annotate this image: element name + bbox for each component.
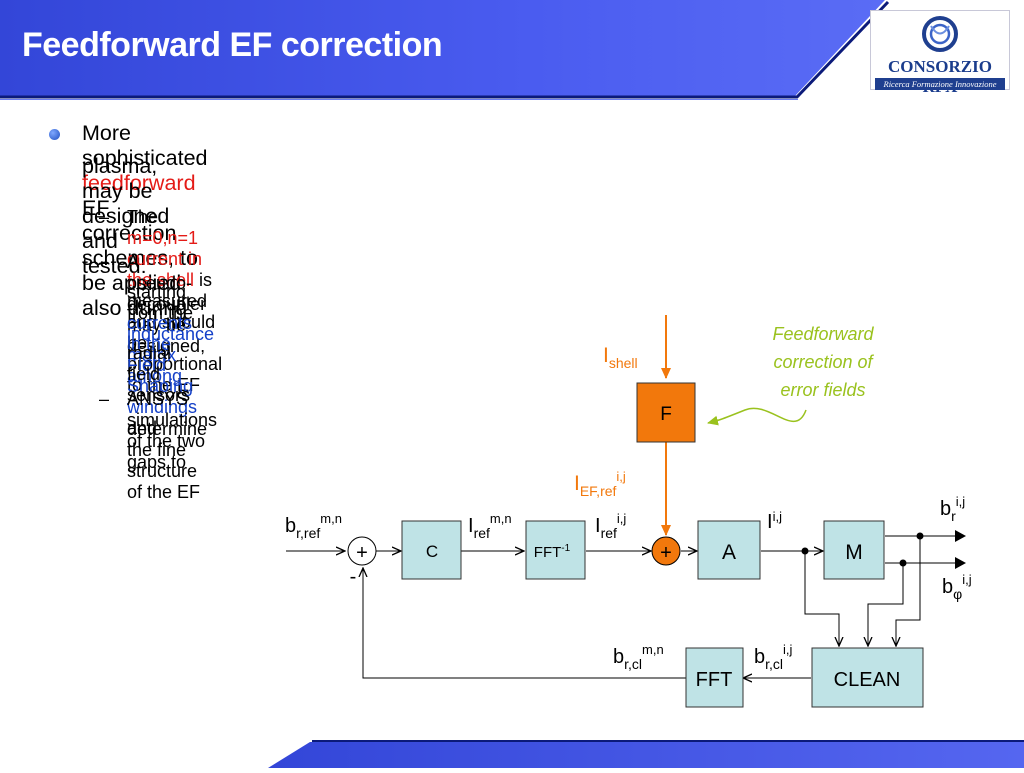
label-i-ij: Ii,j — [767, 509, 782, 533]
label-i-ref-ij: Irefi,j — [595, 511, 626, 541]
block-c-label: C — [426, 542, 438, 561]
block-fft-inverse — [525, 520, 586, 580]
block-fft — [685, 647, 744, 708]
subbullet-text: The — [127, 207, 159, 227]
label-b-r-ref-mn: br,refm,n — [285, 511, 342, 541]
subbullet-2-line-2: starting from the inductance matrix amon… — [127, 282, 214, 387]
subbullet-highlight: currents in the Field Shaping windings — [127, 313, 198, 417]
block-fft-inverse-label: FFT-1 — [534, 543, 571, 561]
subbullet-text: starting from the — [127, 282, 194, 323]
dash-marker: – — [99, 389, 110, 409]
bullet-text: EF correction schemes, to be applied als… — [82, 196, 198, 320]
annotation-line-3: error fields — [780, 380, 865, 400]
block-a-label: A — [722, 541, 736, 564]
label-i-ref-mn: Irefm,n — [468, 511, 512, 541]
subbullet-2-line-3: currents in the Field Shaping windings a… — [127, 313, 197, 439]
bullet-line-1: More sophisticated feedforward EF correc… — [82, 121, 208, 321]
bullet-icon — [49, 129, 60, 140]
annotation-pointer — [707, 407, 807, 426]
subbullet-highlight: m=0,n=1 current in the shell — [127, 228, 203, 290]
tap-current-line — [804, 551, 839, 646]
minus-sign: - — [350, 566, 357, 588]
footer-band — [0, 740, 1024, 768]
sum-junction-feedforward — [651, 536, 681, 566]
header-banner: Feedforward EF correction CONSORZIO RFX … — [0, 0, 1024, 100]
block-f-label: F — [660, 404, 672, 425]
label-i-shell: Ishell — [603, 344, 638, 371]
label-b-r-cl-ij: br,cli,j — [754, 642, 793, 672]
sum-sign-feedforward: + — [660, 542, 672, 564]
block-fft-label: FFT — [696, 669, 733, 691]
subbullet-2-line-4: radial field sensors — [127, 343, 191, 405]
feedback-line — [363, 568, 686, 679]
annotation-line-2: correction of — [773, 352, 874, 372]
block-f — [636, 382, 696, 443]
bullet-text: More sophisticated — [82, 121, 208, 170]
subbullet-3-line-1: ANSYS simulations of the two gaps to — [127, 389, 218, 472]
subbullet-1: The m=0,n=1 current in the shell is meas… — [127, 207, 222, 396]
block-a — [697, 520, 761, 580]
label-b-r-cl-mn: br,clm,n — [613, 642, 664, 672]
bullet-line-2: plasma, may be designed and tested: — [82, 154, 170, 278]
label-b-phi-ij: bφi,j — [942, 572, 972, 602]
subbullet-2-line-1: A pseudo-decoupler may be designed, — [127, 252, 207, 356]
subbullet-3-line-2: determine the fine structure of the EF — [127, 419, 208, 502]
footer-background — [268, 740, 1024, 768]
block-c — [401, 520, 462, 580]
label-i-ef-ref: IEF,refi,j — [574, 469, 626, 499]
dash-marker: – — [99, 252, 110, 272]
subbullet-text: and — [127, 418, 158, 438]
sum-sign-feedback: + — [356, 542, 368, 564]
sum-junction-feedback — [347, 536, 377, 566]
subbullet-highlight: inductance matrix among — [127, 324, 215, 386]
block-clean — [811, 647, 924, 708]
dash-marker: – — [99, 207, 110, 227]
annotation-line-1: Feedforward — [772, 324, 874, 344]
block-m — [823, 520, 885, 580]
logo-tagline: Ricerca Formazione Innovazione — [875, 78, 1005, 90]
page-title: Feedforward EF correction — [22, 26, 443, 64]
header-background — [0, 0, 890, 100]
tap-bphi-line — [868, 563, 904, 646]
subbullet-text: is measured and should be proportional t… — [127, 270, 223, 395]
bullet-highlight: feedforward — [82, 171, 196, 195]
logo-emblem-icon — [922, 16, 958, 52]
block-m-label: M — [845, 541, 863, 564]
block-clean-label: CLEAN — [834, 669, 901, 691]
label-b-r-ij: bri,j — [940, 494, 965, 524]
tap-br-line — [896, 536, 921, 646]
consorzio-rfx-logo: CONSORZIO RFX Ricerca Formazione Innovaz… — [870, 10, 1010, 96]
